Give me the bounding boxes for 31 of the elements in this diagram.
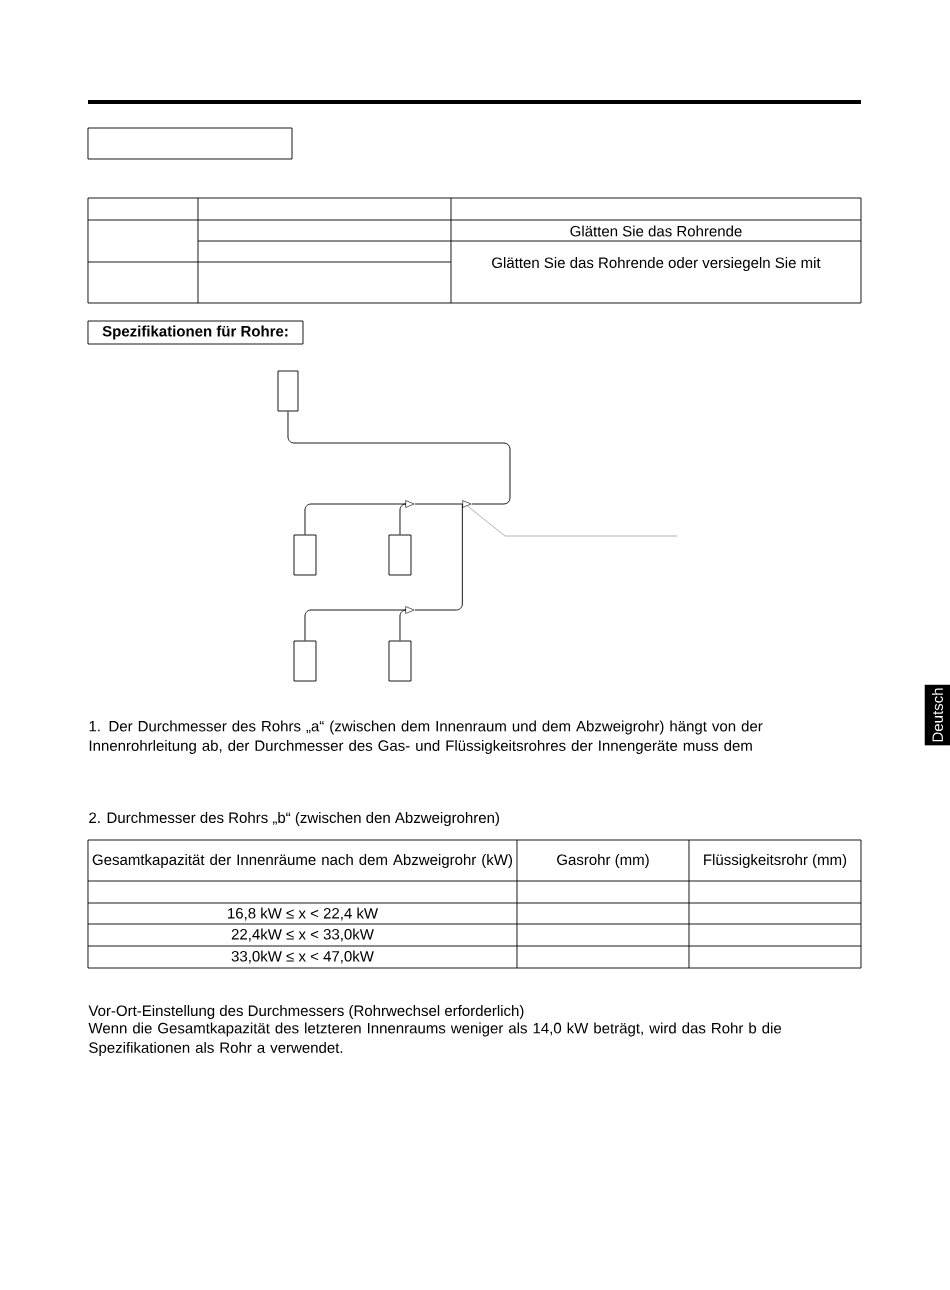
pipe-line xyxy=(414,503,463,611)
unit-box xyxy=(293,640,317,682)
branch-joint xyxy=(462,500,472,508)
numbered-heading: 2. Durchmesser des Rohrs „b“ (zwischen den Abzweigrohren) xyxy=(89,812,499,826)
column-header: Flüssigkeitsrohr (mm) xyxy=(704,854,847,868)
unit-box xyxy=(388,534,412,576)
table-text: 16,8 kW ≤ x < 22,4 kW xyxy=(228,907,378,921)
pipe-line xyxy=(399,609,407,641)
pipe-line xyxy=(304,609,406,641)
unit-box xyxy=(293,534,317,576)
unit-box xyxy=(388,640,412,682)
column-header: Gasrohr (mm) xyxy=(557,854,649,868)
table-text: 22,4kW ≤ x < 33,0kW xyxy=(231,928,374,942)
language-tab: Deutsch xyxy=(924,684,950,746)
pipe-line xyxy=(287,411,511,505)
unit-box xyxy=(277,370,299,412)
empty-box xyxy=(87,127,293,160)
column-header: Gesamtkapazität der Innenräume nach dem Abzweigrohr (kW) xyxy=(92,854,512,868)
branch-joint xyxy=(405,500,415,508)
pipe-line xyxy=(414,503,463,505)
section-heading-box: Spezifikationen für Rohre: xyxy=(87,320,304,345)
leader-line xyxy=(467,505,678,537)
table-text: 33,0kW ≤ x < 47,0kW xyxy=(231,950,374,964)
branch-joint xyxy=(405,606,415,614)
numbered-paragraph: 1. Der Durchmesser des Rohrs „a“ (zwischen dem Innenraum und dem Abzweigrohr) hängt von der Innenrohrleitung ab, der Durchmesser des Gas- und Flüssigkeitsrohres der Innengeräte muss dem xyxy=(89,720,763,754)
pipe-line xyxy=(304,503,406,535)
note-heading: Vor-Ort-Einstellung des Durchmessers (Rohrwechsel erforderlich) xyxy=(88,1005,524,1019)
pipe-line xyxy=(399,503,407,535)
table-text: Glätten Sie das Rohrende xyxy=(570,225,742,237)
note-paragraph: Wenn die Gesamtkapazität des letzteren Innenraums weniger als 14,0 kW beträgt, wird das Rohr b die Spezifikationen als Rohr a verwendet. xyxy=(88,1022,782,1056)
table-text: Glätten Sie das Rohrende oder versiegeln Sie mit xyxy=(492,257,821,271)
